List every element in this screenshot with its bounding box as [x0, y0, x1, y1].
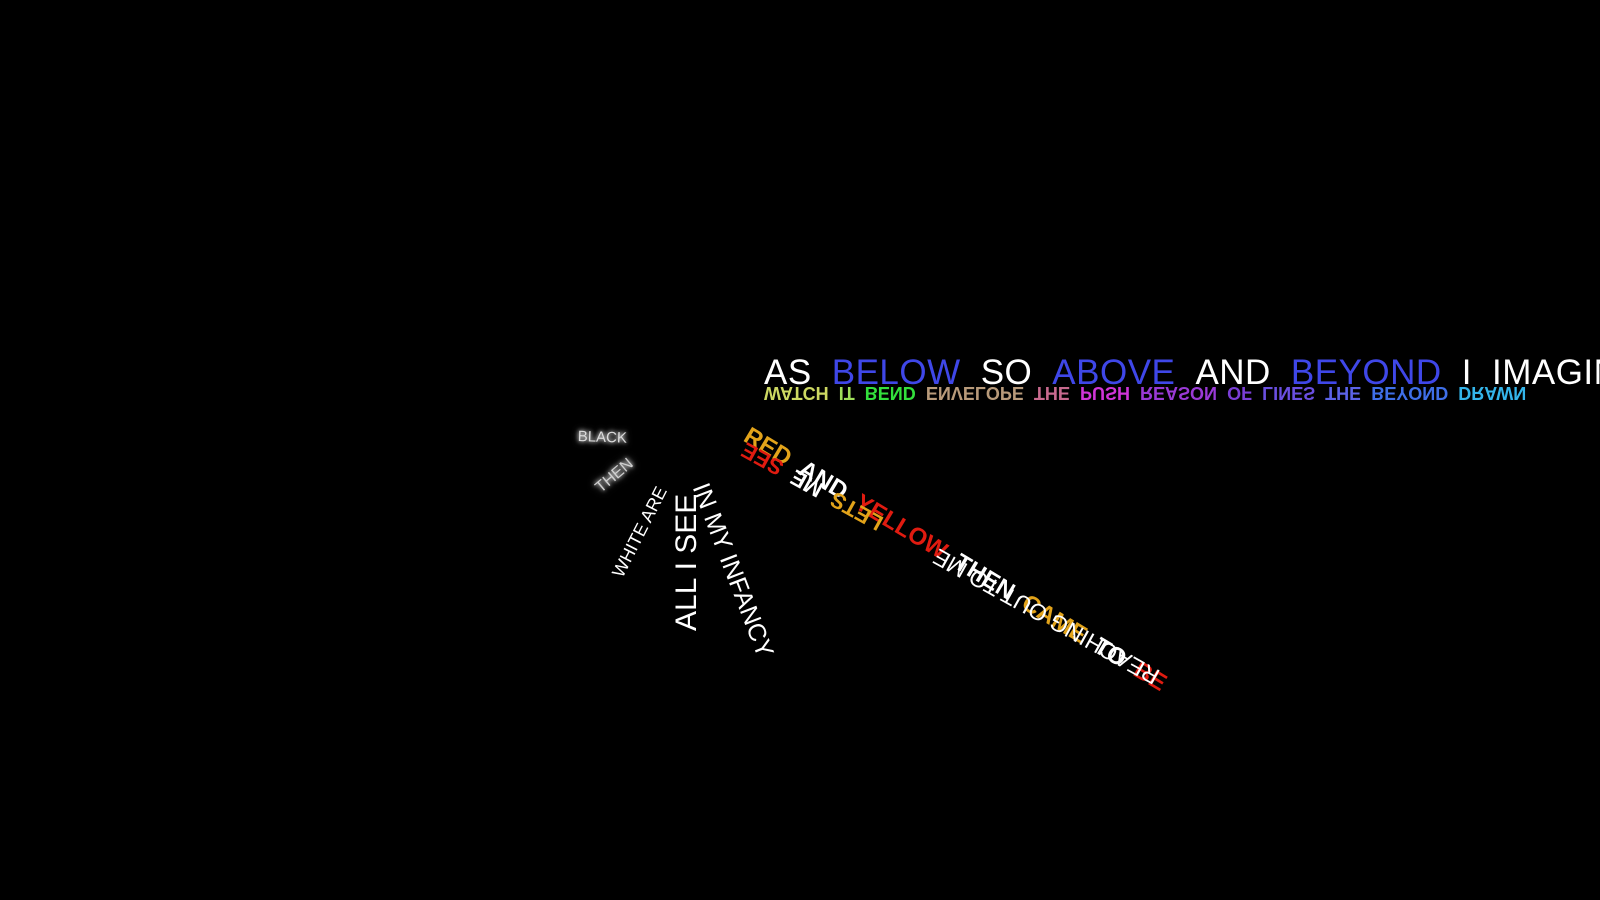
phrase-white-are: WHITE ARE	[608, 483, 671, 581]
word-as: AS	[764, 353, 812, 392]
word-envelope: ENVELOPE	[925, 383, 1024, 403]
phrase-lets-me-see: LETS ME SEE	[737, 437, 887, 535]
word-then: THEN	[592, 455, 637, 497]
mirrored-line: WATCH IT BEND ENVELOPE THE PUSH REASON O…	[764, 383, 1527, 403]
word-bend: BEND	[864, 383, 916, 403]
word-below: BELOW	[831, 353, 961, 392]
word-i: I	[1461, 353, 1472, 392]
word-and: AND	[1195, 353, 1271, 392]
word-of: OF	[1227, 383, 1253, 403]
word-black: BLACK	[577, 428, 628, 447]
word-watch: WATCH	[764, 383, 829, 403]
word-reason: REASON	[1140, 383, 1218, 403]
word-imagine: IMAGINE	[1491, 353, 1600, 392]
word-so: SO	[980, 353, 1033, 392]
word-the-2: THE	[1325, 383, 1362, 403]
headline-as-below-so-above: AS BELOW SO ABOVE AND BEYOND I IMAGINE	[764, 355, 1600, 390]
word-beyond: BEYOND	[1290, 353, 1442, 392]
word-it: IT	[838, 383, 855, 403]
word-drawn: DRAWN	[1458, 383, 1527, 403]
word-beyond-2: BEYOND	[1371, 383, 1449, 403]
word-lines: LINES	[1262, 383, 1316, 403]
word-the: THE	[1033, 383, 1070, 403]
word-push: PUSH	[1079, 383, 1130, 403]
phrase-reaching-out-to-me: REACHING OUT TO ME	[928, 543, 1164, 690]
word-above: ABOVE	[1052, 353, 1176, 392]
